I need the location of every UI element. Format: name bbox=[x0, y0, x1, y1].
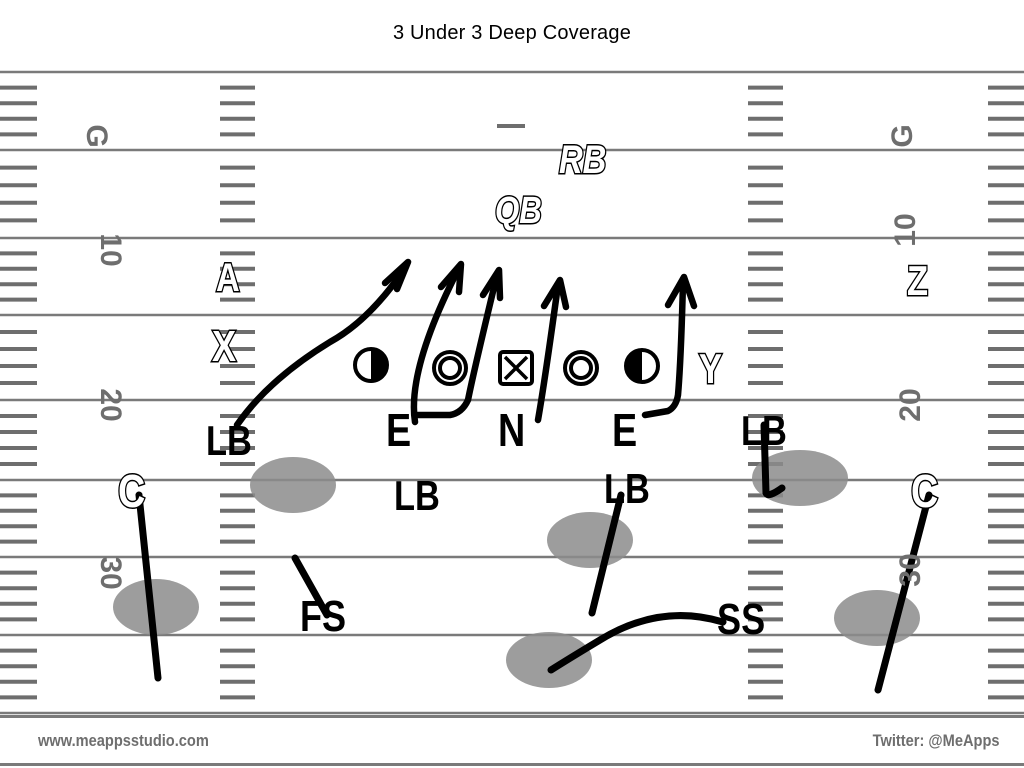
blitz-path-stunt bbox=[413, 271, 501, 419]
blitz-path-de-right bbox=[641, 278, 687, 419]
yard-number-right: 20 bbox=[894, 388, 927, 422]
player-label-z: Z bbox=[906, 257, 929, 304]
blitz-path-nt bbox=[534, 281, 562, 424]
blitz-arrowhead-de-left bbox=[437, 260, 465, 296]
blitz-arrows bbox=[233, 258, 698, 429]
yard-lines bbox=[0, 70, 1024, 715]
drop-line-lb-mid bbox=[588, 491, 625, 617]
drop-line-fs bbox=[291, 554, 331, 619]
player-label-nt: N bbox=[498, 404, 526, 456]
footer-website[interactable]: www.meappsstudio.com bbox=[38, 731, 209, 750]
blitz-arrowhead-lb-left bbox=[381, 258, 412, 293]
field-graphics bbox=[0, 70, 1024, 715]
zone-deep-left bbox=[113, 579, 199, 635]
player-label-fs: FS bbox=[300, 592, 347, 641]
player-label-cb-left: C bbox=[117, 465, 147, 517]
coverage-drop-lines bbox=[135, 421, 933, 694]
player-label-y: Y bbox=[698, 345, 723, 392]
zone-hook-left bbox=[250, 457, 336, 513]
blitz-arrowhead-stunt bbox=[479, 266, 504, 302]
drop-line-ss bbox=[547, 612, 727, 674]
page-title: 3 Under 3 Deep Coverage bbox=[392, 22, 632, 44]
zone-hook-mid bbox=[547, 512, 633, 568]
footer-divider-bottom bbox=[0, 763, 1024, 766]
yard-number-left: 10 bbox=[94, 233, 127, 267]
footer: www.meappsstudio.com Twitter: @MeApps bbox=[0, 715, 1024, 768]
player-label-qb: QB bbox=[494, 190, 543, 232]
player-label-a: A bbox=[215, 256, 241, 300]
zone-deep-mid bbox=[506, 632, 592, 688]
footer-divider-top bbox=[0, 715, 1024, 718]
player-label-lb-left: LB bbox=[206, 417, 252, 464]
drop-line-cb-right bbox=[874, 491, 933, 694]
yard-number-left: G bbox=[80, 124, 113, 148]
player-label-ss: SS bbox=[717, 595, 766, 644]
blitz-path-de-left bbox=[410, 266, 462, 426]
player-label-lb-mid-left: LB bbox=[394, 472, 440, 519]
player-label-cb-right: C bbox=[910, 465, 940, 517]
zone-deep-right bbox=[834, 590, 920, 646]
yard-number-right: G bbox=[886, 124, 919, 148]
player-label-lb-right: LB bbox=[741, 407, 787, 454]
yard-number-left: 20 bbox=[94, 388, 127, 422]
hash-marks bbox=[0, 85, 1024, 700]
drop-line-cb-left bbox=[135, 491, 162, 682]
yard-number-right: 10 bbox=[889, 213, 922, 247]
football-field: G 10 20 30 G 10 20 30 X A Z Y RB QB LB E… bbox=[0, 70, 1024, 715]
yard-number-right: 30 bbox=[894, 553, 927, 587]
player-label-de-left: E bbox=[386, 404, 412, 456]
player-label-x: X bbox=[211, 322, 238, 371]
player-label-rb: RB bbox=[558, 138, 608, 182]
yard-number-left: 30 bbox=[94, 556, 127, 590]
player-label-de-right: E bbox=[612, 404, 638, 456]
blitz-arrowhead-nt bbox=[540, 276, 570, 311]
player-label-lb-mid-right: LB bbox=[604, 465, 650, 512]
footer-twitter[interactable]: Twitter: @MeApps bbox=[873, 731, 1000, 750]
drop-line-lb-right bbox=[760, 421, 786, 499]
blitz-arrowhead-de-right bbox=[664, 273, 698, 310]
blitz-path-lb-left bbox=[233, 264, 409, 429]
